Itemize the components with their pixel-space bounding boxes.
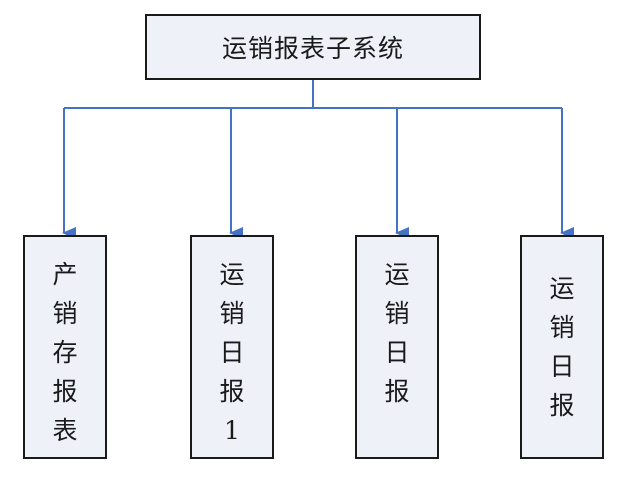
char: 日 [549,352,575,381]
char: 销 [384,299,410,328]
char: 表 [52,416,78,445]
child-node-daily-report-1: 运 销 日 报 1 [190,235,274,459]
char: 产 [52,260,78,289]
root-node: 运销报表子系统 [145,14,481,80]
char: 报 [549,391,575,420]
child-node-daily-report-b: 运 销 日 报 [520,235,604,459]
char: 报 [219,377,245,406]
char: 销 [52,299,78,328]
char: 运 [219,260,245,289]
char: 日 [384,338,410,367]
char: 报 [52,377,78,406]
child-node-daily-report-a: 运 销 日 报 [355,235,439,459]
char: 运 [384,260,410,289]
char: 日 [219,338,245,367]
char: 销 [549,313,575,342]
char: 1 [224,416,240,445]
child-node-production-sales-inventory: 产 销 存 报 表 [23,235,107,459]
char: 运 [549,274,575,303]
char: 存 [52,338,78,367]
root-label: 运销报表子系统 [221,34,404,63]
char: 销 [219,299,245,328]
char: 报 [384,377,410,406]
